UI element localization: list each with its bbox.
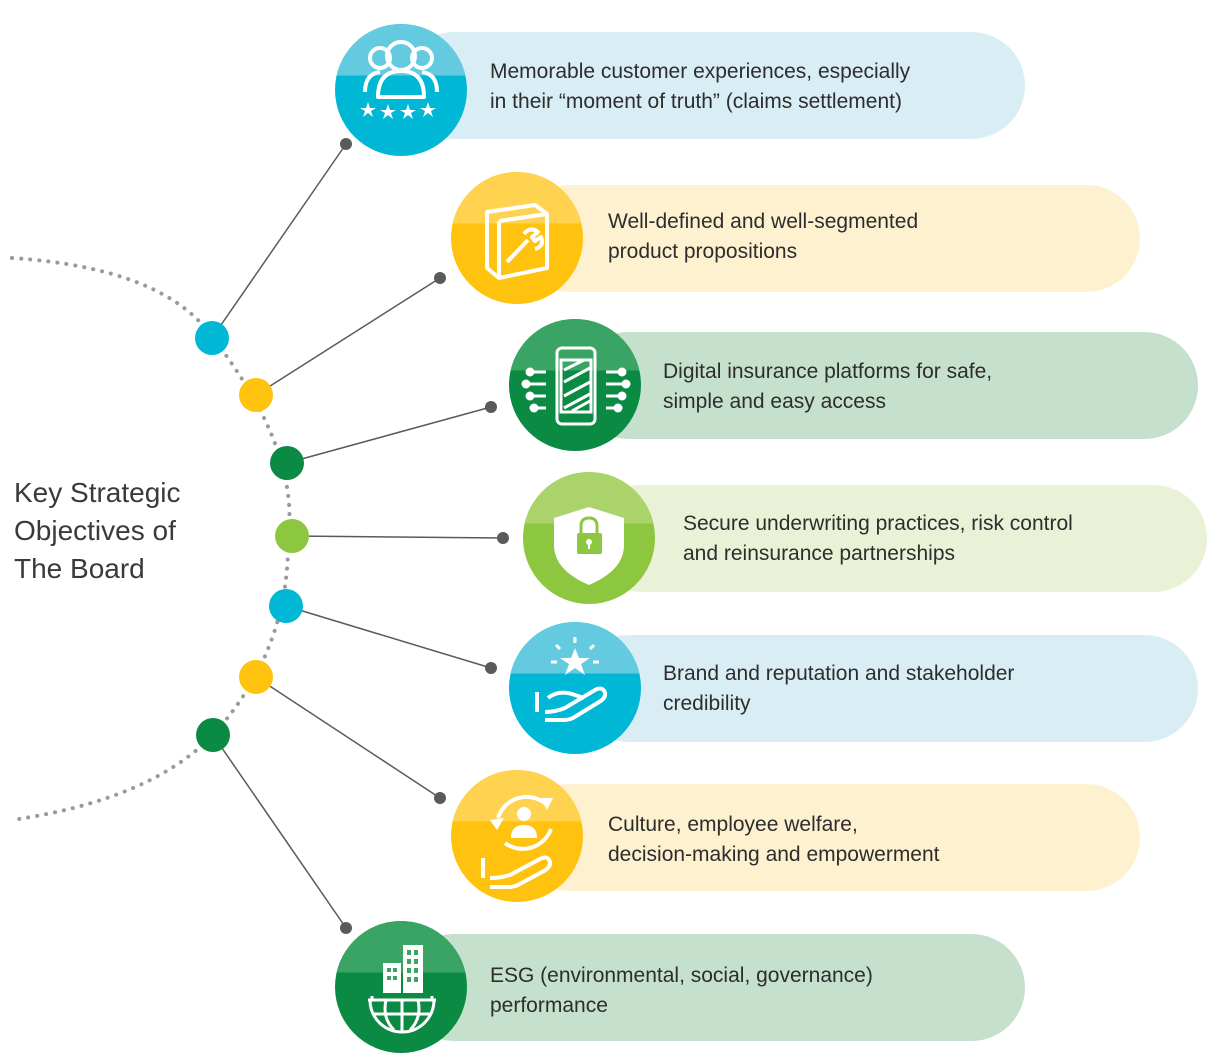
objective-1-line-1: Memorable customer experiences, especial… [490, 60, 911, 83]
objective-6-line-1: Culture, employee welfare, [608, 813, 858, 836]
diagram-title: Key Strategic Objectives of The Board [14, 474, 181, 588]
connector-dot-1 [340, 138, 352, 150]
secure-shield-icon [554, 507, 624, 585]
connector-line-1 [211, 143, 347, 339]
arc-node-3 [270, 446, 304, 480]
icon-circle-highlight-4 [524, 472, 654, 524]
title-line-2: Objectives of [14, 515, 176, 546]
employee-cycle-icon [481, 794, 553, 889]
objective-5-line-1: Brand and reputation and stakeholder [663, 662, 1015, 685]
title-line-1: Key Strategic [14, 477, 181, 508]
esg-globe-icon [368, 945, 436, 1034]
objective-label-5: Brand and reputation and stakeholder cre… [663, 659, 1014, 719]
icon-circle-highlight-2 [452, 172, 582, 224]
icon-circle-highlight-1 [336, 24, 466, 76]
connector-line-5 [285, 605, 492, 669]
arc-node-1 [195, 321, 229, 355]
connector-line-3 [286, 406, 492, 464]
title-line-3: The Board [14, 553, 145, 584]
objective-7-line-1: ESG (environmental, social, governance) [490, 964, 873, 987]
connector-dot-3 [485, 401, 497, 413]
objective-label-4: Secure underwriting practices, risk cont… [683, 509, 1073, 569]
objective-3-line-2: simple and easy access [663, 390, 886, 413]
objective-pill-2 [517, 185, 1140, 292]
objective-label-2: Well-defined and well-segmented product … [608, 207, 918, 267]
objective-label-3: Digital insurance platforms for safe, si… [663, 357, 992, 417]
connector-dot-6 [434, 792, 446, 804]
arc-node-2 [239, 378, 273, 412]
arc-node-7 [196, 718, 230, 752]
objective-pill-3 [575, 332, 1198, 439]
objective-6-line-2: decision-making and empowerment [608, 843, 940, 866]
arc-node-6 [239, 660, 273, 694]
objective-7-line-2: performance [490, 994, 608, 1017]
arc-node-4 [275, 519, 309, 553]
connector-dot-4 [497, 532, 509, 544]
objective-3-line-1: Digital insurance platforms for safe, [663, 360, 993, 383]
icon-circle-highlight-3 [510, 319, 640, 371]
objective-1-line-2: in their “moment of truth” (claims settl… [490, 90, 902, 113]
objective-pill-6 [517, 784, 1140, 891]
objective-label-7: ESG (environmental, social, governance) … [490, 961, 873, 1021]
objective-label-6: Culture, employee welfare, decision-maki… [608, 810, 940, 870]
icon-circle-highlight-5 [510, 622, 640, 674]
connector-dot-2 [434, 272, 446, 284]
objective-4-line-2: and reinsurance partnerships [683, 542, 955, 565]
customers-rating-icon [360, 40, 439, 119]
connector-line-7 [212, 734, 347, 929]
product-tool-icon [485, 203, 549, 280]
objective-4-line-1: Secure underwriting practices, risk cont… [683, 512, 1073, 535]
objective-2-line-2: product propositions [608, 240, 798, 263]
objective-pill-5 [575, 635, 1198, 742]
objective-pill-1 [401, 32, 1025, 139]
objective-label-1: Memorable customer experiences, especial… [490, 57, 910, 117]
icon-circle-highlight-7 [336, 921, 466, 973]
brand-star-hand-icon [535, 637, 608, 722]
objective-2-line-1: Well-defined and well-segmented [608, 210, 919, 233]
icon-circle-highlight-6 [452, 770, 582, 822]
connector-dot-7 [340, 922, 352, 934]
connector-line-4 [291, 535, 504, 539]
objective-5-line-2: credibility [663, 692, 751, 715]
digital-phone-icon [521, 346, 631, 426]
connector-line-6 [255, 676, 441, 799]
objective-pill-7 [401, 934, 1025, 1041]
objective-pill-4 [589, 485, 1207, 592]
connector-dot-5 [485, 662, 497, 674]
arc-node-5 [269, 589, 303, 623]
connector-line-2 [255, 277, 441, 396]
dotted-arc [10, 256, 292, 822]
